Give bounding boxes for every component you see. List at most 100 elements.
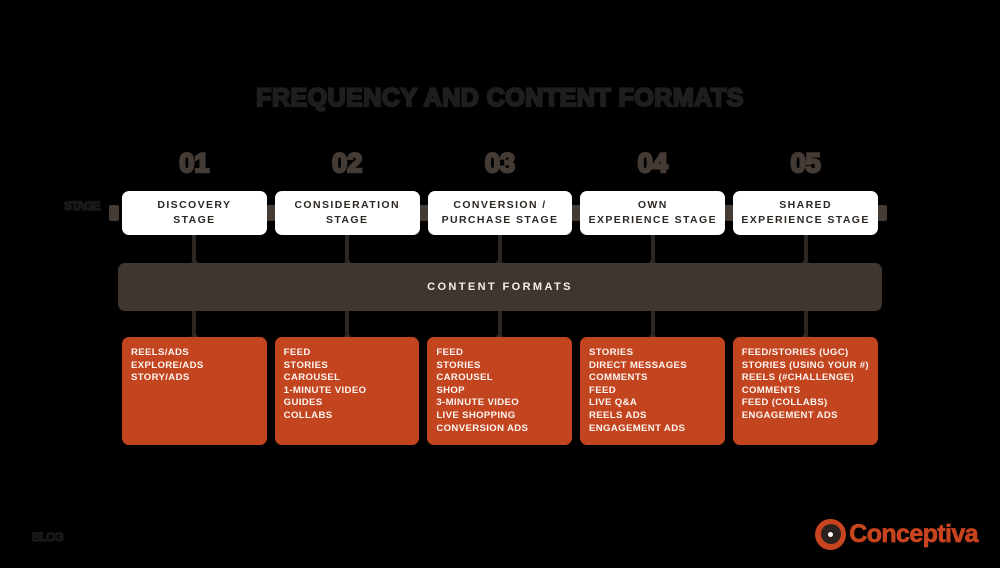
stage-label-line: OWN [637, 199, 668, 211]
format-item: STORY/ADS [131, 372, 190, 384]
stage-label: CONSIDERATION STAGE [290, 198, 404, 228]
format-box-05[interactable]: FEED/STORIES (UGC)STORIES (USING YOUR #)… [732, 337, 878, 445]
lower-connector-column [271, 311, 424, 341]
stage-connector-nub [418, 205, 429, 221]
brand-logo: Conceptiva [815, 518, 979, 550]
footer-left-label: BLOG [32, 530, 64, 545]
stage-label-line: SHARED [779, 199, 832, 211]
format-item: REELS (#CHALLENGE) [741, 372, 855, 384]
target-circle-icon [815, 518, 847, 550]
format-item: CONVERSION ADS [436, 422, 529, 434]
stage-number: 01 [178, 148, 211, 178]
format-item: ENGAGEMENT ADS [741, 409, 838, 421]
format-item: STORIES [436, 359, 481, 371]
stage-to-bar-connector [802, 235, 810, 267]
stage-label: CONVERSION / PURCHASE STAGE [438, 198, 563, 228]
format-item: DIRECT MESSAGES [589, 359, 688, 371]
stage-number: 02 [331, 148, 364, 178]
stage-label-line: EXPERIENCE STAGE [588, 214, 717, 226]
bar-to-format-connector [802, 311, 810, 341]
format-item: 3-MINUTE VIDEO [436, 397, 520, 409]
format-item: CAROUSEL [283, 372, 341, 384]
format-item: SHOP [436, 384, 465, 396]
format-item: COMMENTS [741, 384, 801, 396]
stage-box-04[interactable]: OWN EXPERIENCE STAGE [580, 191, 726, 235]
stage-box-01[interactable]: DISCOVERY STAGE [122, 191, 267, 235]
lower-connector-rail [118, 311, 882, 341]
stage-connector-nub [724, 205, 735, 221]
format-item: ENGAGEMENT ADS [589, 422, 686, 434]
stage-label-line: CONSIDERATION [294, 199, 400, 211]
bar-to-format-connector [649, 311, 657, 341]
format-item: CAROUSEL [436, 372, 493, 384]
stage-label-line: PURCHASE STAGE [441, 214, 559, 226]
stage-to-bar-connector [649, 235, 657, 267]
content-formats-label: CONTENT FORMATS [427, 281, 573, 293]
stage-connector-nub [109, 205, 119, 221]
stage-label-line: CONVERSION / [453, 199, 547, 211]
stage-connector-nub [571, 205, 582, 221]
format-item: REELS/ADS [131, 347, 190, 358]
stage-box-03[interactable]: CONVERSION / PURCHASE STAGE [427, 191, 573, 235]
lower-connector-column [576, 311, 729, 341]
stage-label: OWN EXPERIENCE STAGE [585, 198, 721, 228]
format-item: LIVE Q&A [589, 397, 638, 409]
page-title: FREQUENCY AND CONTENT FORMATS [255, 83, 744, 113]
stage-rail-edge-label: STAGE [64, 199, 101, 214]
stage-number: 05 [789, 148, 822, 178]
stage-connector-nub [265, 205, 276, 221]
stage-to-bar-connector [343, 235, 351, 267]
format-item: GUIDES [283, 397, 323, 409]
stage-connector-nub [876, 205, 887, 221]
format-item: COLLABS [283, 409, 333, 421]
brand-name: Conceptiva [849, 519, 979, 548]
format-item: LIVE SHOPPING [436, 409, 516, 421]
stage-label-line: DISCOVERY [157, 199, 232, 211]
stage-box-02[interactable]: CONSIDERATION STAGE [274, 191, 420, 235]
stage-to-bar-connector [190, 235, 198, 267]
format-item: FEED/STORIES (UGC) [741, 347, 849, 358]
stage-label-line: STAGE [325, 214, 369, 226]
bar-to-format-connector [343, 311, 351, 341]
format-item: STORIES (USING YOUR #) [741, 359, 869, 371]
format-item: FEED (COLLABS) [741, 397, 828, 409]
stage-to-bar-connector [496, 235, 504, 267]
format-item: REELS ADS [589, 409, 647, 421]
format-item: EXPLORE/ADS [131, 359, 204, 371]
format-item: COMMENTS [589, 372, 648, 384]
bar-to-format-connector [496, 311, 504, 341]
lower-connector-column [118, 311, 271, 341]
format-item: FEED [589, 384, 617, 396]
format-list: FEED/STORIES (UGC)STORIES (USING YOUR #)… [742, 347, 869, 423]
stage-label: DISCOVERY STAGE [153, 198, 235, 228]
format-column: FEED/STORIES (UGC)STORIES (USING YOUR #)… [729, 337, 882, 445]
bar-to-format-connector [190, 311, 198, 341]
lower-connector-column [424, 311, 577, 341]
stage-label-line: STAGE [173, 214, 216, 226]
format-item: 1-MINUTE VIDEO [283, 384, 367, 396]
format-item: FEED [436, 347, 464, 358]
format-item: FEED [283, 347, 311, 358]
format-item: STORIES [589, 347, 634, 358]
stage-number: 04 [637, 148, 670, 178]
